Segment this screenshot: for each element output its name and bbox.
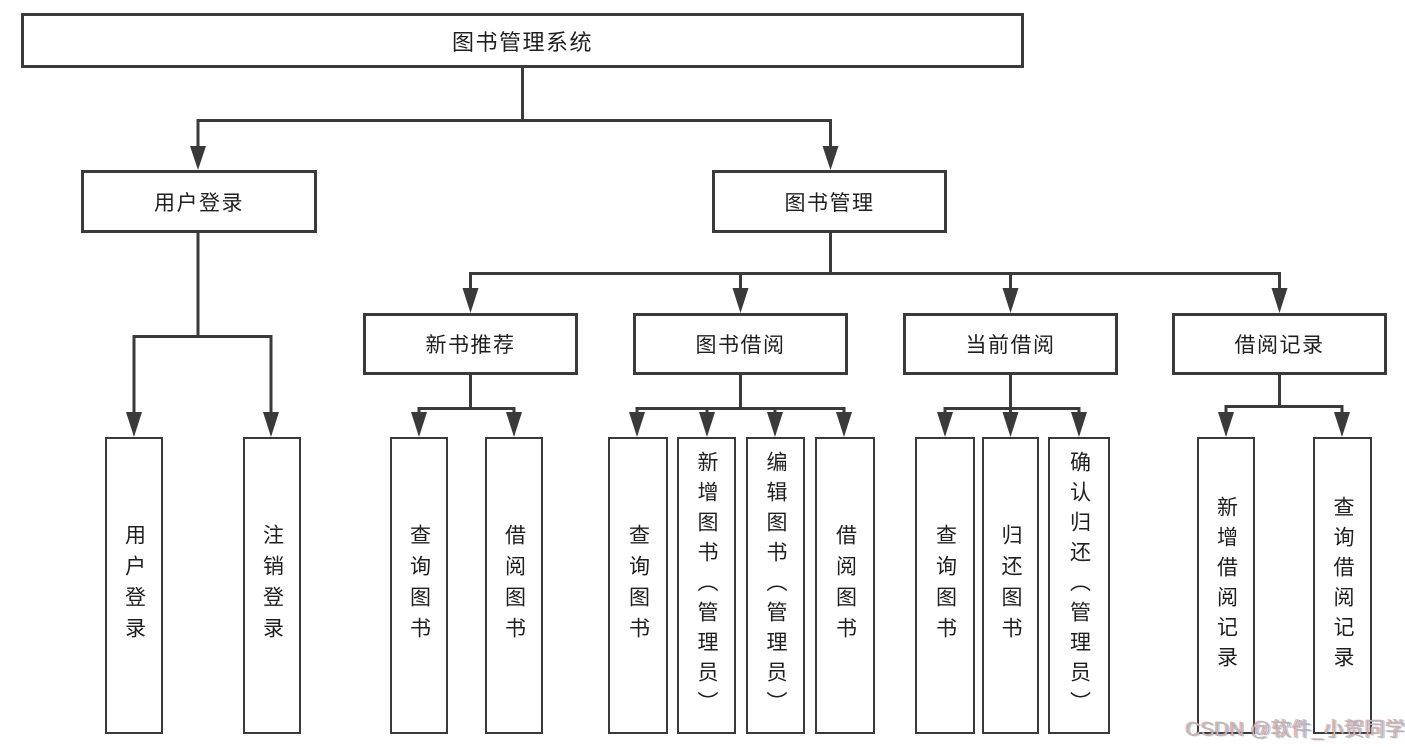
node-book-management: 图书管理 bbox=[712, 170, 947, 233]
arrow-down-icon bbox=[767, 412, 783, 437]
node-label: 新增借阅记录 bbox=[1214, 495, 1238, 676]
node-label: 借阅图书 bbox=[502, 523, 526, 648]
node-label: 新增图书（管理员） bbox=[695, 450, 718, 721]
connector-book-borrow bbox=[629, 375, 852, 437]
connector-line bbox=[635, 375, 846, 414]
connector-line bbox=[196, 68, 832, 147]
arrow-down-icon bbox=[1218, 412, 1234, 437]
leaf-edit-book-admin: 编辑图书（管理员） bbox=[746, 437, 805, 734]
arrow-down-icon bbox=[822, 146, 839, 170]
connector-book-management bbox=[462, 233, 1288, 313]
node-label: 查询图书 bbox=[407, 523, 431, 648]
node-label: 图书借阅 bbox=[695, 334, 786, 357]
watermark: CSDN @软件_小贺同学 bbox=[1186, 719, 1405, 741]
connector-borrow-records bbox=[1218, 375, 1350, 437]
connector-line bbox=[469, 233, 1281, 290]
node-label: 确认归还（管理员） bbox=[1067, 450, 1091, 721]
node-current-borrow: 当前借阅 bbox=[903, 313, 1118, 375]
connector-root bbox=[190, 68, 839, 170]
leaf-add-book-admin: 新增图书（管理员） bbox=[677, 437, 736, 734]
leaf-user-login: 用户登录 bbox=[105, 437, 163, 734]
connector-user-login bbox=[126, 233, 279, 437]
connector-line bbox=[417, 375, 516, 414]
arrow-down-icon bbox=[126, 412, 142, 437]
node-label: 新书推荐 bbox=[425, 334, 516, 357]
arrow-down-icon bbox=[937, 412, 953, 437]
arrow-down-icon bbox=[1271, 288, 1288, 313]
leaf-query-borrow-record: 查询借阅记录 bbox=[1313, 437, 1372, 734]
connector-line bbox=[943, 375, 1081, 414]
node-label: 借阅图书 bbox=[833, 523, 857, 648]
node-borrow-records: 借阅记录 bbox=[1172, 313, 1387, 375]
arrow-down-icon bbox=[190, 146, 206, 170]
arrow-down-icon bbox=[263, 412, 279, 437]
node-user-login: 用户登录 bbox=[81, 170, 317, 233]
arrow-down-icon bbox=[699, 412, 715, 437]
arrow-down-icon bbox=[1334, 412, 1350, 437]
node-label: 注销登录 bbox=[260, 523, 284, 648]
node-label: 用户登录 bbox=[122, 523, 146, 648]
leaf-borrow-books: 借阅图书 bbox=[815, 437, 875, 734]
arrow-down-icon bbox=[629, 412, 645, 437]
node-label: 查询图书 bbox=[933, 523, 957, 648]
leaf-confirm-return-admin: 确认归还（管理员） bbox=[1048, 437, 1110, 734]
node-library-system: 图书管理系统 bbox=[21, 13, 1024, 68]
leaf-query-books-current: 查询图书 bbox=[915, 437, 975, 734]
arrow-down-icon bbox=[462, 288, 479, 313]
arrow-down-icon bbox=[1002, 288, 1019, 313]
leaf-logout: 注销登录 bbox=[243, 437, 301, 734]
arrow-down-icon bbox=[732, 288, 749, 313]
arrow-down-icon bbox=[506, 412, 522, 437]
node-label: 查询借阅记录 bbox=[1331, 495, 1354, 676]
node-label: 图书管理系统 bbox=[451, 29, 593, 55]
leaf-return-book: 归还图书 bbox=[982, 437, 1039, 734]
node-label: 借阅记录 bbox=[1234, 334, 1325, 357]
node-label: 用户登录 bbox=[154, 191, 244, 215]
leaf-borrow-books-recommend: 借阅图书 bbox=[485, 437, 543, 734]
arrow-down-icon bbox=[411, 412, 427, 437]
node-new-book-recommend: 新书推荐 bbox=[363, 313, 578, 375]
connector-current-borrow bbox=[937, 375, 1087, 437]
leaf-add-borrow-record: 新增借阅记录 bbox=[1197, 437, 1255, 734]
arrow-down-icon bbox=[836, 412, 852, 437]
node-label: 编辑图书（管理员） bbox=[764, 450, 787, 721]
leaf-query-books-recommend: 查询图书 bbox=[390, 437, 448, 734]
node-label: 查询图书 bbox=[626, 523, 650, 648]
connector-line bbox=[132, 233, 273, 413]
node-book-borrow: 图书借阅 bbox=[633, 313, 848, 375]
connector-line bbox=[1224, 375, 1344, 414]
leaf-query-books-borrow: 查询图书 bbox=[608, 437, 668, 734]
arrow-down-icon bbox=[1071, 412, 1087, 437]
node-label: 图书管理 bbox=[784, 191, 875, 215]
node-label: 归还图书 bbox=[999, 523, 1022, 648]
node-label: 当前借阅 bbox=[965, 334, 1056, 357]
arrow-down-icon bbox=[1002, 412, 1019, 437]
connector-new-book-recommend bbox=[411, 375, 522, 437]
